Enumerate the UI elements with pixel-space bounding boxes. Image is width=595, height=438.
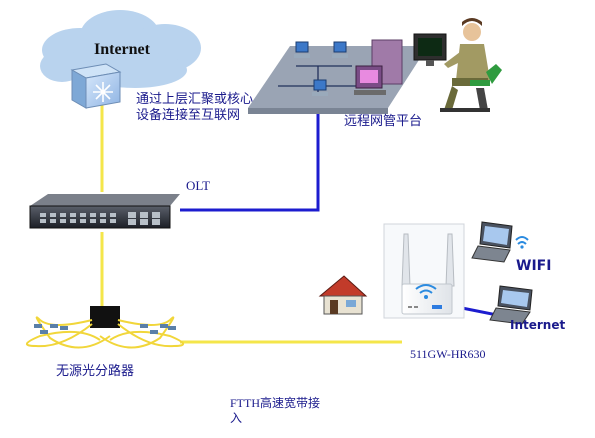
onu-router-icon — [383, 223, 465, 319]
connection-lines — [100, 96, 513, 344]
wifi-label: WIFI — [516, 258, 552, 274]
olt-label: OLT — [186, 178, 211, 193]
splitter-icon — [26, 306, 184, 349]
operator-icon — [413, 18, 502, 112]
laptop-icon — [471, 221, 529, 263]
laptop-icon — [489, 285, 533, 325]
splitter-label: 无源光分路器 — [56, 364, 135, 379]
nms-label: 远程网管平台 — [344, 114, 423, 129]
onu-model-label: 511GW-HR630 — [410, 347, 486, 361]
core-switch-icon — [70, 63, 122, 109]
workstation-icon — [294, 39, 403, 96]
uplink-label: 通过上层汇聚或核心 设备连接至互联网 — [136, 92, 254, 124]
internet-laptop-label: Internet — [510, 318, 566, 332]
ftth-label: FTTH高速宽带接 入 — [230, 396, 321, 425]
ethernet-nms-olt-line — [180, 96, 320, 212]
olt-device-icon — [29, 194, 180, 229]
internet-cloud-label: Internet — [94, 41, 150, 58]
home-icon — [318, 275, 368, 315]
